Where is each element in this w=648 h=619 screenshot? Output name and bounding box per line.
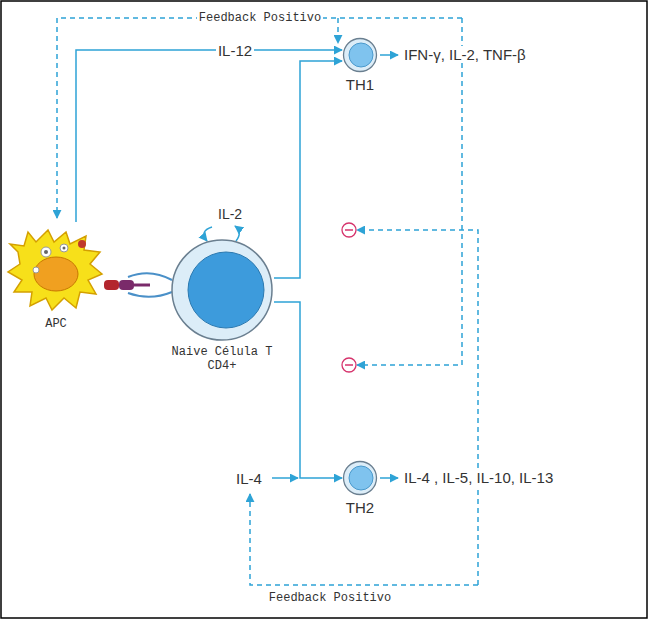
cell-label: Naive Célula T CD4+ [170, 345, 274, 373]
cytokine-label: IFN-γ, IL-2, TNF-β [402, 46, 528, 63]
feedback-label: Feedback Positivo [197, 11, 323, 25]
cell-label: TH2 [342, 499, 378, 516]
th-cell: TH1 [342, 37, 378, 93]
naive-cell: Naive Célula T CD4+ [170, 238, 274, 373]
cytokine-label: IL-4 , IL-5, IL-10, IL-13 [402, 469, 555, 486]
th-cell: TH2 [342, 460, 378, 516]
apc-cell: APC [6, 222, 106, 331]
cytokine-label: IL-4 [234, 470, 264, 487]
cytokine-label: IL-2 [216, 206, 244, 223]
cell-illustration [342, 37, 378, 73]
cell-label: APC [6, 317, 106, 331]
cell-label: TH1 [342, 76, 378, 93]
receptor-symbol [104, 273, 172, 297]
cell-illustration [342, 460, 378, 496]
connector-arrow [274, 302, 342, 478]
cytokine-label: IL-12 [216, 42, 254, 59]
cell-illustration [170, 238, 274, 342]
connector-arrow [274, 61, 342, 278]
apc-illustration [6, 222, 106, 314]
connector-arrow [76, 50, 342, 222]
feedback-lines [57, 18, 478, 585]
feedback-label: Feedback Positivo [267, 591, 393, 605]
inhibition-symbol [342, 223, 356, 372]
